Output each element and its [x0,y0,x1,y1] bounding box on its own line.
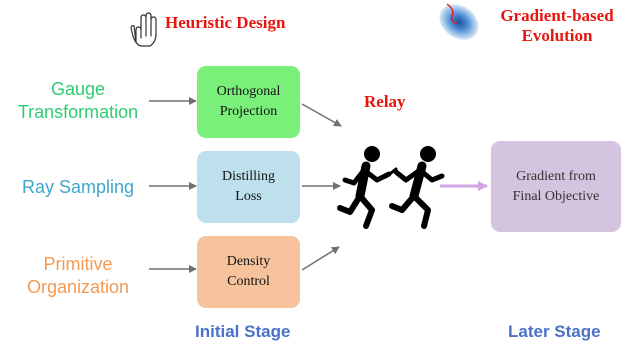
gradient-label-line2: Evolution [521,26,593,45]
gradient-label-line1: Gradient-based [500,6,614,25]
input-ray-sampling: Ray Sampling [4,176,152,199]
relay-label: Relay [364,92,406,111]
heuristic-design-label: Heuristic Design [165,13,286,32]
stage-projection-line1: Orthogonal [216,84,281,99]
input-gauge-line2: Transformation [17,102,139,122]
target-final-objective: Gradient from Final Objective [491,141,621,232]
target-line1: Gradient from [516,168,596,184]
input-primitive-organization: Primitive Organization [4,253,152,299]
arrow-projection-to-relay [301,103,342,127]
gradient-evolution-label: Gradient-based Evolution [482,6,632,46]
relay-runners-icon [337,146,445,229]
input-ray-line1: Ray Sampling [21,177,135,197]
initial-stage-label: Initial Stage [195,322,291,341]
stage-loss-line1: Distilling [222,169,275,184]
later-stage-label: Later Stage [508,322,601,341]
hand-icon [130,12,157,47]
input-gauge-line1: Gauge [50,79,106,99]
gradient-blob-icon [439,3,479,40]
input-primitive-line2: Organization [26,277,130,297]
stage-loss-line2: Loss [235,189,262,204]
stage-density-line2: Control [227,274,270,289]
stage-orthogonal-projection: Orthogonal Projection [197,66,300,138]
arrow-density-to-relay [301,246,340,271]
stage-density-control: Density Control [197,236,300,308]
stage-distilling-loss: Distilling Loss [197,151,300,223]
stage-projection-line2: Projection [219,104,278,119]
input-primitive-line1: Primitive [43,254,113,274]
target-line2: Final Objective [512,188,600,204]
stage-density-line1: Density [226,254,271,269]
input-gauge-transformation: Gauge Transformation [4,78,152,124]
